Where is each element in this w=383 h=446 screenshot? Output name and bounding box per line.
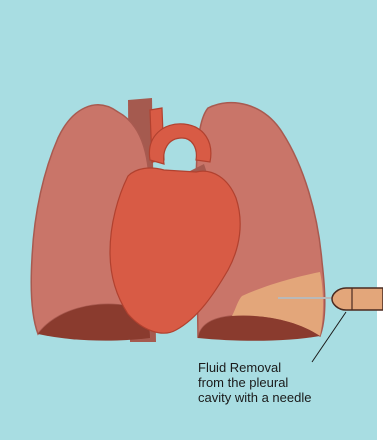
annotation-line-1: Fluid Removal <box>198 360 281 375</box>
annotation-line-3: cavity with a needle <box>198 390 311 405</box>
annotation-line-2: from the pleural <box>198 375 288 390</box>
syringe-barrel <box>332 288 383 310</box>
syringe <box>332 288 383 310</box>
